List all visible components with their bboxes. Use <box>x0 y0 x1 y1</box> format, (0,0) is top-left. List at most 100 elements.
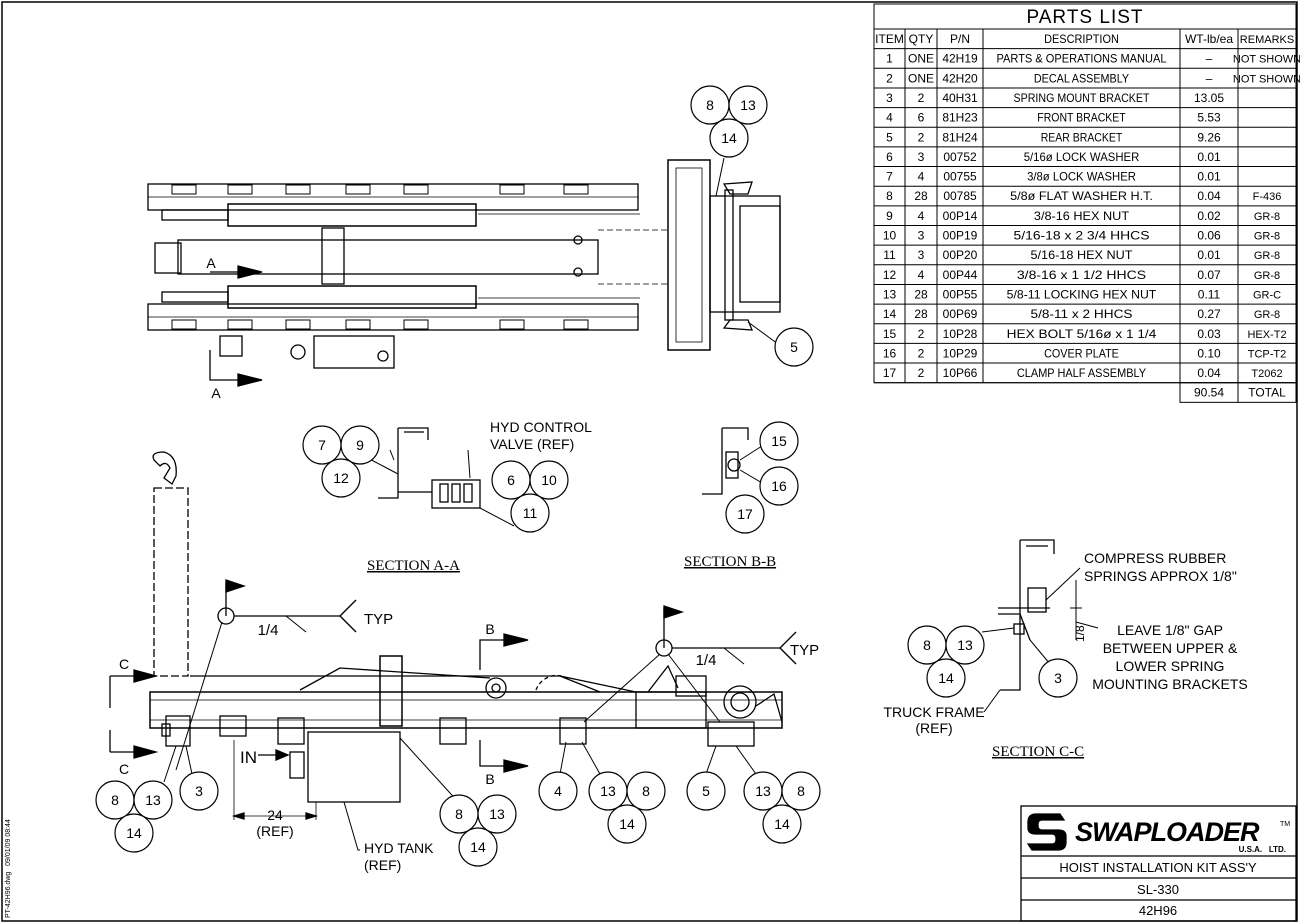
parts-row-7-col-1: 4 <box>918 170 925 184</box>
section-cc-drawing <box>981 539 1099 713</box>
section-bb-drawing <box>702 427 765 495</box>
parts-row-11-col-0: 11 <box>883 248 896 262</box>
section-cc-caption: SECTION C-C <box>992 744 1084 760</box>
parts-row-14-col-5: GR-8 <box>1254 309 1280 321</box>
top-balloon-4-circle <box>774 327 814 367</box>
parts-row-17-col-5: T2062 <box>1251 368 1282 380</box>
parts-row-8-col-3: 5/8ø FLAT WASHER H.T. <box>1010 189 1153 203</box>
parts-row-5-col-2: 81H24 <box>942 130 978 144</box>
top-balloon-4: 5 <box>790 339 798 355</box>
side-g2-balloon-2-circle <box>477 794 517 834</box>
parts-row-6-col-3: 5/16ø LOCK WASHER <box>1024 150 1140 164</box>
side-g3-balloon-4: 14 <box>619 816 635 832</box>
parts-row-5-col-1: 2 <box>918 130 925 144</box>
parts-row-12-col-1: 4 <box>918 268 925 282</box>
parts-row-4-col-1: 6 <box>918 111 925 125</box>
parts-row-15-col-0: 15 <box>883 327 897 341</box>
top-balloon-2: 13 <box>740 97 756 113</box>
parts-row-13-col-2: 00P55 <box>943 287 978 301</box>
side-g2-balloon-2: 13 <box>489 806 505 822</box>
section-aa-caption: SECTION A-A <box>367 558 460 574</box>
model-number: SL-330 <box>1137 882 1179 897</box>
swaploader-logo-mark <box>1026 813 1067 851</box>
parts-header-col-3: DESCRIPTION <box>1044 32 1119 46</box>
side-g1-balloon-4: 3 <box>195 783 203 799</box>
top-balloon-2-circle <box>728 85 768 125</box>
dim-24-ref: (REF) <box>256 823 293 839</box>
side-g2-balloon-3-circle <box>458 827 498 867</box>
parts-row-4-col-2: 81H23 <box>942 111 978 125</box>
parts-row-1-col-2: 42H19 <box>942 52 978 66</box>
parts-row-13-col-1: 28 <box>914 287 928 301</box>
parts-row-17-col-2: 10P66 <box>943 366 978 380</box>
parts-row-12-col-2: 00P44 <box>943 268 978 282</box>
parts-row-16-col-4: 0.10 <box>1197 346 1221 360</box>
parts-row-6-col-0: 6 <box>886 150 893 164</box>
parts-row-13-col-5: GR-C <box>1253 289 1281 301</box>
file-stamp: PT-42H96.dwg 09/01/09 08:44 <box>5 819 12 918</box>
parts-row-6-col-4: 0.01 <box>1197 150 1221 164</box>
parts-row-17-col-0: 17 <box>883 366 897 380</box>
section-b-letter-lower: B <box>485 771 494 787</box>
side-g1-balloon-1: 8 <box>111 792 119 808</box>
parts-row-9-col-1: 4 <box>918 209 925 223</box>
section-a-letter-lower: A <box>211 385 221 401</box>
cc-balloon-2: 13 <box>957 637 973 653</box>
weld-typ-left: TYP <box>364 611 393 628</box>
section-c-letter-lower: C <box>119 761 129 777</box>
parts-row-15-col-2: 10P28 <box>943 327 978 341</box>
parts-row-11-col-4: 0.01 <box>1197 248 1221 262</box>
parts-header-col-1: QTY <box>909 32 934 46</box>
parts-list-title: PARTS LIST <box>1027 7 1144 28</box>
side-g2-balloon-3: 14 <box>470 839 486 855</box>
top-view <box>147 157 781 387</box>
aa-balloon-2-circle <box>340 425 380 465</box>
parts-row-11-col-1: 3 <box>918 248 925 262</box>
part-number: 42H96 <box>1139 903 1177 918</box>
aa-balloon-5-circle <box>529 460 569 500</box>
parts-row-9-col-4: 0.02 <box>1197 209 1221 223</box>
weld-typ-right: TYP <box>790 642 819 659</box>
parts-row-7-col-3: 3/8ø LOCK WASHER <box>1027 170 1136 184</box>
parts-row-8-col-0: 8 <box>886 189 893 203</box>
parts-row-8-col-1: 28 <box>914 189 928 203</box>
parts-row-7-col-0: 7 <box>886 170 893 184</box>
parts-row-10-col-2: 00P19 <box>943 229 978 243</box>
parts-row-12-col-4: 0.07 <box>1197 268 1221 282</box>
parts-row-16-col-3: COVER PLATE <box>1044 346 1119 360</box>
cc-balloon-1: 8 <box>923 637 931 653</box>
gap-dimension: 1/8 <box>1073 625 1087 642</box>
parts-row-9-col-3: 3/8-16 HEX NUT <box>1034 209 1130 223</box>
parts-row-4-col-3: FRONT BRACKET <box>1037 111 1126 125</box>
parts-row-10-col-3: 5/16-18 x 2 3/4 HHCS <box>1014 229 1150 243</box>
parts-row-3-col-3: SPRING MOUNT BRACKET <box>1014 91 1151 105</box>
total-label: TOTAL <box>1248 386 1286 400</box>
aa-balloon-3: 12 <box>333 470 349 486</box>
parts-row-14-col-3: 5/8-11 x 2 HHCS <box>1031 307 1133 321</box>
parts-row-16-col-2: 10P29 <box>943 346 978 360</box>
parts-row-16-col-5: TCP-T2 <box>1248 348 1287 360</box>
cc-balloon-4-circle <box>1038 658 1078 698</box>
parts-row-6-col-2: 00752 <box>943 150 977 164</box>
parts-row-8-col-2: 00785 <box>943 189 977 203</box>
side-g4-balloon-2: 13 <box>755 783 771 799</box>
parts-row-14-col-2: 00P69 <box>943 307 978 321</box>
side-g3-balloon-1-circle <box>538 771 578 811</box>
weld-size-right: 1/4 <box>696 652 717 669</box>
parts-row-10-col-1: 3 <box>918 229 925 243</box>
side-g2-balloon-1: 8 <box>455 806 463 822</box>
parts-row-16-col-0: 16 <box>883 346 897 360</box>
truck-frame-label: TRUCK FRAME(REF) <box>883 704 984 736</box>
parts-row-15-col-5: HEX-T2 <box>1247 329 1286 341</box>
in-label: IN <box>240 748 257 767</box>
bb-balloon-3: 17 <box>737 506 753 522</box>
parts-header-col-5: REMARKS <box>1240 34 1294 46</box>
parts-row-2-col-4: – <box>1206 71 1213 85</box>
parts-header-col-4: WT-lb/ea <box>1185 32 1233 46</box>
parts-row-9-col-0: 9 <box>886 209 893 223</box>
side-g3-balloon-3-circle <box>626 771 666 811</box>
dim-24: 24 <box>267 807 283 823</box>
